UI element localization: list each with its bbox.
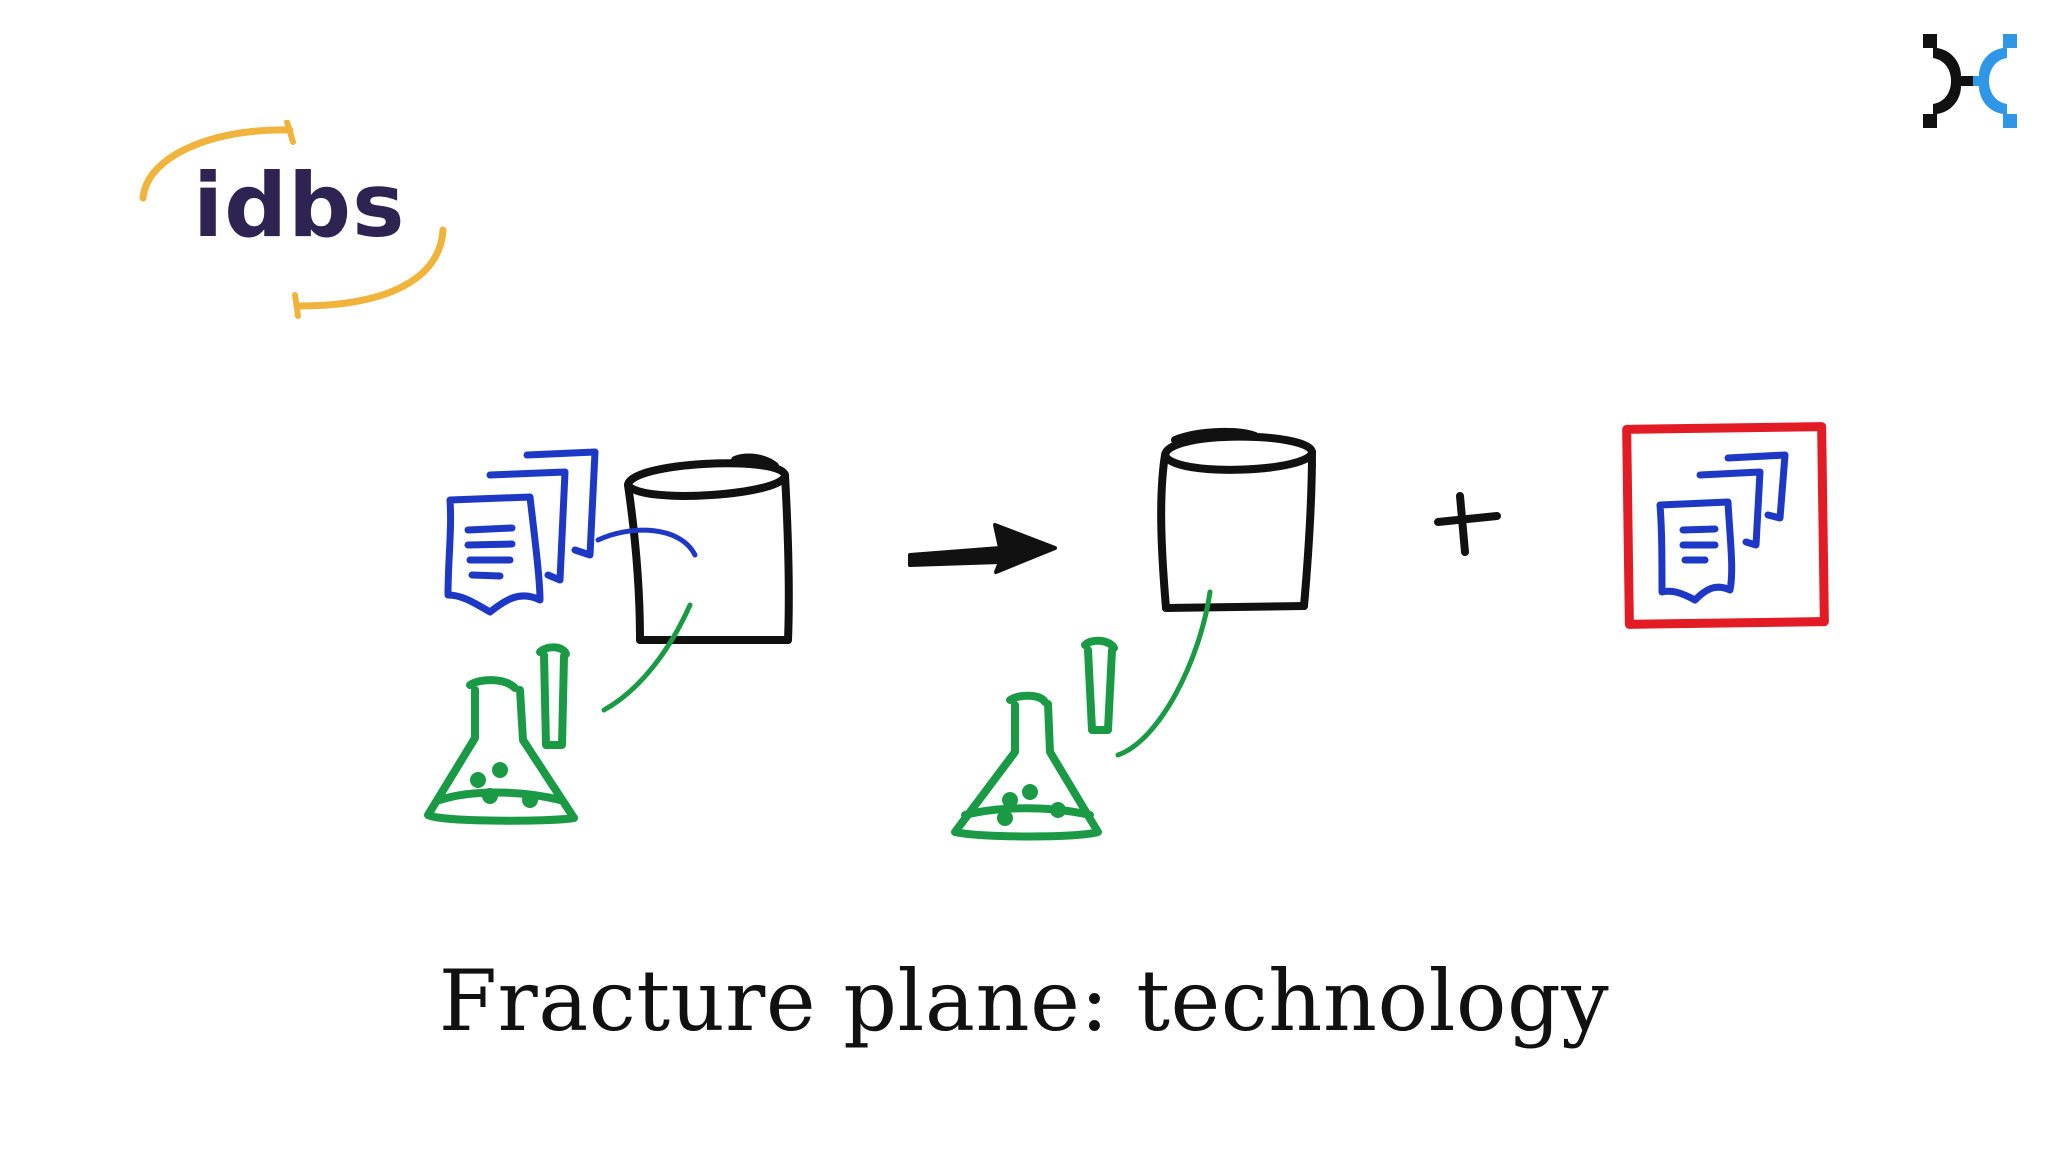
left-doc-link	[595, 527, 698, 558]
middle-lab-link	[1115, 589, 1213, 758]
right-documents-icon	[1656, 451, 1789, 604]
plus-operator-icon	[1434, 492, 1501, 556]
idbs-logo: idbs	[135, 120, 455, 320]
highlight-box	[1622, 422, 1829, 629]
transition-arrow-icon	[908, 523, 1057, 574]
left-documents-icon	[444, 448, 599, 616]
left-lab-link	[601, 602, 693, 713]
logo-text: idbs	[193, 154, 406, 257]
gear-connector-icon	[1923, 34, 2017, 128]
left-database-icon	[624, 453, 793, 644]
middle-lab-icon	[951, 636, 1118, 841]
slide-caption: Fracture plane: technology	[438, 952, 1610, 1050]
left-lab-icon	[424, 643, 578, 825]
middle-database-icon	[1157, 427, 1316, 612]
logo-arc-icon	[139, 120, 447, 319]
